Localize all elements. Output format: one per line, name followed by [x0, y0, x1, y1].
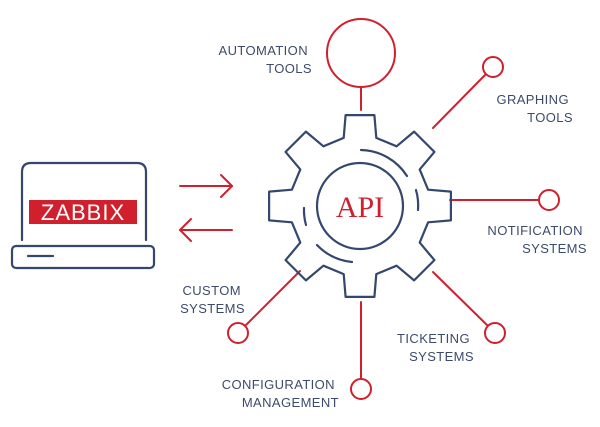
connector-custom	[244, 270, 301, 327]
arrow-right-icon	[179, 174, 233, 198]
arrow-left-icon	[179, 218, 233, 242]
node-automation[interactable]	[326, 18, 396, 88]
gear-arc	[302, 206, 308, 227]
label-graphing: GRAPHING TOOLS	[496, 92, 573, 125]
label-ticketing: TICKETING SYSTEMS	[397, 331, 474, 364]
node-graphing[interactable]	[482, 56, 504, 78]
laptop-base	[10, 244, 156, 270]
node-notification[interactable]	[538, 189, 560, 211]
connector-graphing	[432, 73, 487, 129]
label-automation: AUTOMATION TOOLS	[219, 43, 312, 76]
laptop-screen	[20, 161, 148, 242]
laptop-icon: ZABBIX	[10, 161, 156, 270]
node-ticketing[interactable]	[484, 322, 506, 344]
gear-arc	[414, 188, 420, 212]
gear-outline	[268, 114, 452, 298]
gear-arc	[359, 148, 409, 178]
label-custom: CUSTOM SYSTEMS	[180, 283, 245, 316]
node-configuration[interactable]	[350, 378, 372, 400]
label-configuration: CONFIGURATION MANAGEMENT	[222, 377, 339, 410]
node-custom[interactable]	[227, 322, 249, 344]
gear-icon: API	[268, 114, 452, 298]
zabbix-logo-text: ZABBIX	[41, 200, 125, 225]
gear-arc	[315, 243, 354, 264]
label-notification: NOTIFICATION SYSTEMS	[487, 223, 587, 256]
gear-inner-circle	[315, 161, 405, 251]
zabbix-logo	[29, 200, 137, 224]
connector-ticketing	[432, 271, 489, 327]
api-label: API	[336, 191, 384, 224]
